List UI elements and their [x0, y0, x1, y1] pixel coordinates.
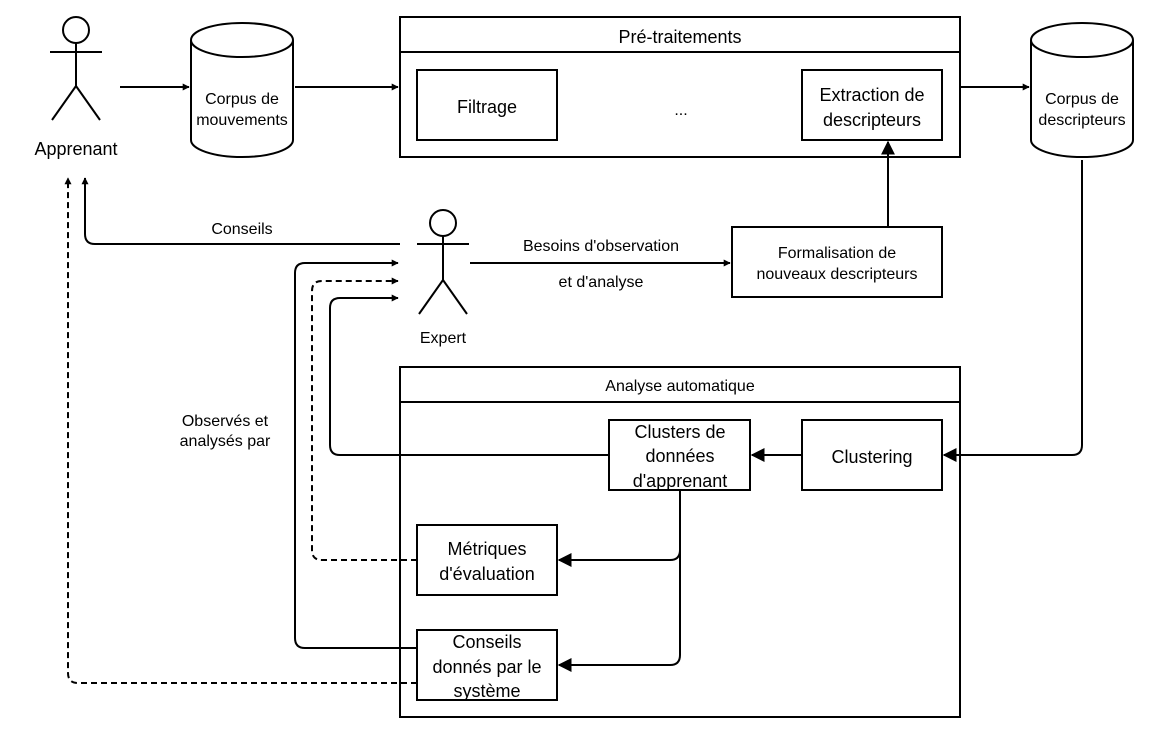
filtering-box — [416, 69, 558, 141]
observed-edge-label-line2: analysés par — [180, 433, 271, 450]
evaluation-metrics-box — [416, 524, 558, 596]
movements-corpus-line2: mouvements — [196, 112, 288, 129]
extraction-line2: descripteurs — [823, 110, 921, 130]
system-advice-line3: système — [453, 681, 520, 701]
formalisation-line1: Formalisation de — [778, 245, 896, 262]
learner-actor: Apprenant — [34, 16, 118, 159]
descriptors-corpus-database: Corpus de descripteurs — [1030, 22, 1134, 158]
system-advice-box — [416, 629, 558, 701]
edge-metrics-to-expert — [311, 277, 417, 561]
system-advice-line1: Conseils — [452, 632, 521, 652]
clusters-line2: données — [645, 446, 714, 466]
edge-system-advice-to-expert — [294, 259, 417, 649]
preprocessing-title: Pré-traitements — [618, 27, 741, 47]
edge-labels: Conseils Besoins d'observation et d'anal… — [180, 221, 679, 450]
automatic-analysis-title: Analyse automatique — [605, 378, 755, 395]
clustering-box — [801, 419, 943, 491]
needs-edge-label-line1: Besoins d'observation — [523, 238, 679, 255]
edge-clusters-to-system-advice — [557, 550, 681, 672]
clustering-label: Clustering — [831, 447, 912, 467]
learner-clusters-box — [608, 419, 751, 491]
metrics-line2: d'évaluation — [439, 564, 535, 584]
formalisation-box: Formalisation de nouveaux descripteurs — [731, 226, 943, 298]
formalisation-line2: nouveaux descripteurs — [757, 266, 918, 283]
clusters-line3: d'apprenant — [633, 471, 728, 491]
expert-actor: Expert — [417, 209, 469, 347]
movements-corpus-database: Corpus de mouvements — [190, 22, 294, 158]
system-advice-line2: donnés par le — [432, 657, 541, 677]
preprocessing-container: Pré-traitements Filtrage ... Extraction … — [399, 16, 961, 158]
edge-expert-to-learner — [81, 177, 400, 245]
descriptors-corpus-line1: Corpus de — [1045, 91, 1119, 108]
edge-clusters-to-expert — [329, 294, 609, 456]
edge-system-advice-to-learner — [64, 177, 417, 684]
metrics-line1: Métriques — [447, 539, 526, 559]
descriptor-extraction-box — [801, 69, 943, 141]
extraction-line1: Extraction de — [819, 85, 924, 105]
edge-descriptors-to-clustering — [942, 160, 1083, 462]
expert-label: Expert — [420, 330, 467, 347]
advice-edge-label: Conseils — [211, 221, 272, 238]
clusters-line1: Clusters de — [634, 422, 725, 442]
learner-label: Apprenant — [34, 139, 117, 159]
observed-edge-label-line1: Observés et — [182, 413, 269, 430]
connectors — [64, 83, 1083, 684]
preprocessing-ellipsis: ... — [674, 102, 687, 119]
movements-corpus-line1: Corpus de — [205, 91, 279, 108]
descriptors-corpus-line2: descripteurs — [1038, 112, 1125, 129]
needs-edge-label-line2: et d'analyse — [559, 274, 644, 291]
filtering-label: Filtrage — [457, 97, 517, 117]
